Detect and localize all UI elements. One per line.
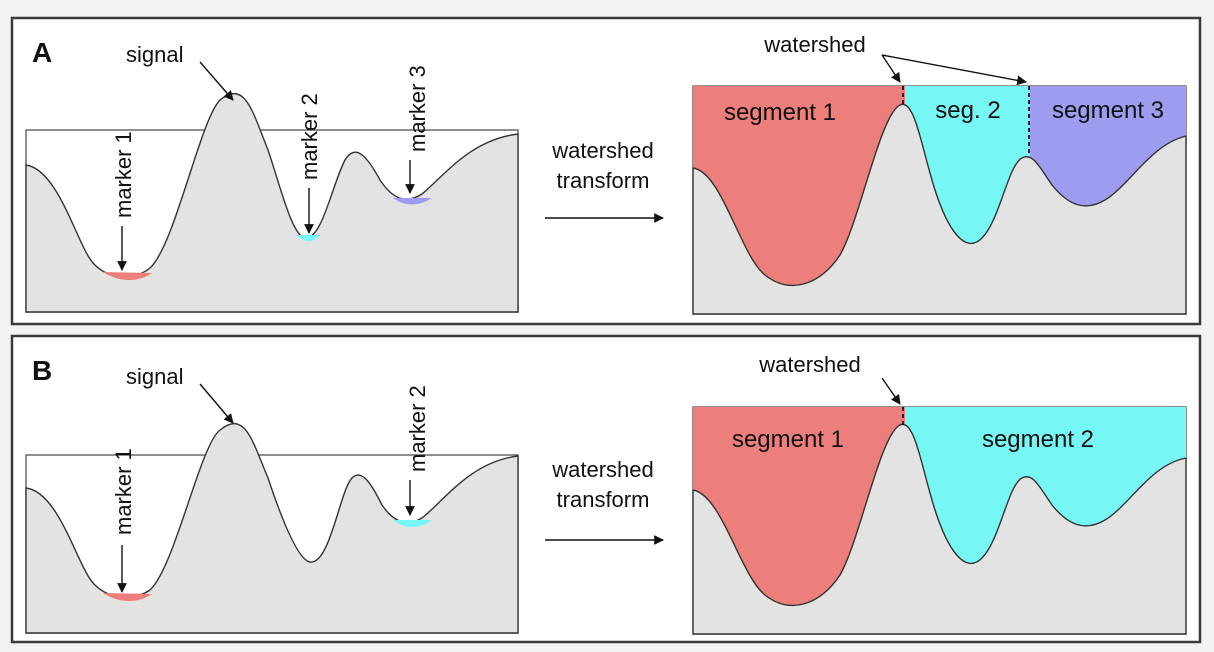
panel-b-label: B <box>32 355 52 386</box>
signal-arrow <box>199 61 234 101</box>
panel-a: A signal marker 1 marker 2 marker 3 wate… <box>10 16 1202 326</box>
panel-b-output <box>692 406 1187 635</box>
signal-label: signal <box>126 364 183 389</box>
segment-1-label: segment 1 <box>724 99 836 126</box>
output-signal-curve <box>692 423 1187 635</box>
panel-a-input-signal <box>25 93 519 313</box>
marker-2-label: marker 2 <box>297 93 322 180</box>
marker-2-pool <box>296 235 320 241</box>
output-signal-curve <box>692 103 1187 315</box>
segment-2-label: segment 2 <box>982 426 1094 453</box>
marker-2-label: marker 2 <box>405 385 430 472</box>
segment-3-label: segment 3 <box>1052 97 1164 124</box>
watershed-arrow-1 <box>881 54 901 83</box>
marker-1-pool <box>103 593 152 602</box>
watershed-arrow <box>881 377 901 405</box>
marker-1-label: marker 1 <box>111 131 136 218</box>
watershed-arrow-2 <box>881 54 1027 86</box>
watershed-label: watershed <box>758 352 861 377</box>
transform-label-line1: watershed <box>551 138 654 163</box>
marker-1-label: marker 1 <box>111 448 136 535</box>
signal-arrow <box>199 383 234 424</box>
marker-1-pool <box>103 272 152 281</box>
panel-b-input-signal <box>25 423 519 634</box>
marker-3-pool <box>393 198 432 205</box>
segment-1-label: segment 1 <box>732 426 844 453</box>
marker-2-pool <box>393 520 432 528</box>
panel-a-output <box>692 85 1187 315</box>
panel-b: B signal marker 1 marker 2 watershed tra… <box>10 334 1202 644</box>
transform-label-line2: transform <box>557 487 650 512</box>
transform-label-line2: transform <box>557 168 650 193</box>
segment-2-label: seg. 2 <box>935 97 1000 124</box>
transform-label-line1: watershed <box>551 457 654 482</box>
signal-label: signal <box>126 42 183 67</box>
panel-a-label: A <box>32 37 52 68</box>
marker-3-label: marker 3 <box>405 65 430 152</box>
watershed-label: watershed <box>763 32 866 57</box>
